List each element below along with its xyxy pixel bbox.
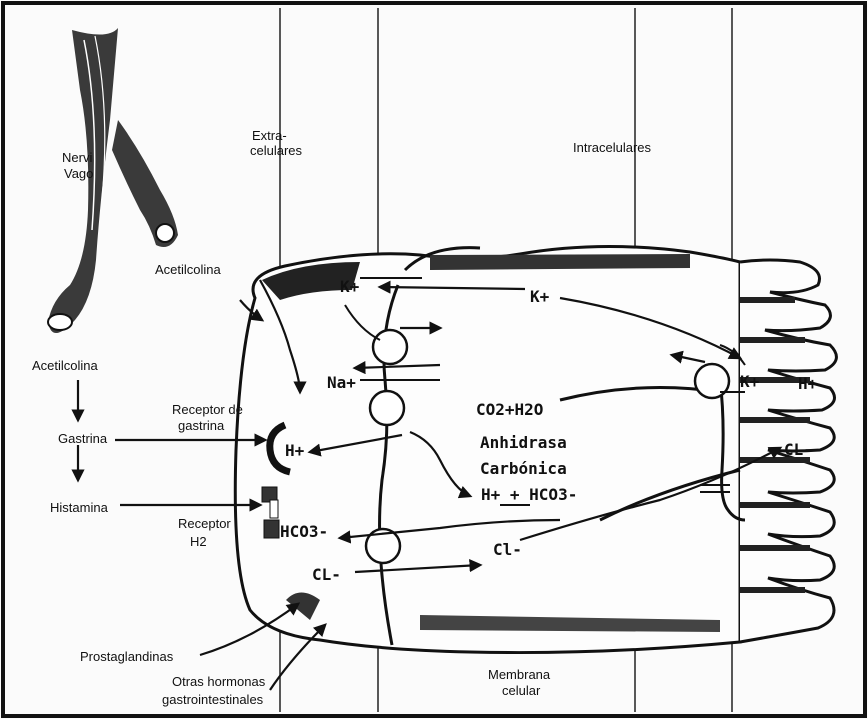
label-receptor: Receptor [178, 516, 231, 531]
label-vago: Vago [64, 166, 93, 181]
label-gastrina: Gastrina [58, 431, 108, 446]
ion-cl-mid: Cl- [493, 540, 522, 559]
label-otras-hormonas: Otras hormonas [172, 674, 266, 689]
label-histamina: Histamina [50, 500, 109, 515]
ion-h-receptor: H+ [285, 441, 305, 460]
label-nervi: Nervi [62, 150, 92, 165]
pump-circle-2 [370, 391, 404, 425]
reaction-anhidrasa: Anhidrasa [480, 433, 567, 452]
label-prostaglandinas: Prostaglandinas [80, 649, 174, 664]
ion-h-right: H+ [798, 374, 818, 393]
reaction-products: H+ + HCO3- [481, 485, 577, 504]
label-acetilcolina-left: Acetilcolina [32, 358, 99, 373]
reaction-carbonica: Carbónica [480, 459, 567, 478]
label-celulares: celulares [250, 143, 303, 158]
label-extra: Extra- [252, 128, 287, 143]
label-membrana: Membrana [488, 667, 551, 682]
ion-k-right: K+ [740, 372, 760, 391]
label-gastrointestinales: gastrointestinales [162, 692, 264, 707]
label-intracelulares: Intracelulares [573, 140, 652, 155]
ion-k-left: K+ [340, 277, 360, 296]
label-celular: celular [502, 683, 541, 698]
ion-cl-bottom: CL- [312, 565, 341, 584]
ion-na: Na+ [327, 373, 356, 392]
ion-k-mid: K+ [530, 287, 550, 306]
label-h2: H2 [190, 534, 207, 549]
label-receptor-de: Receptor de [172, 402, 243, 417]
pump-circle-1 [373, 330, 407, 364]
label-gastrina-receptor: gastrina [178, 418, 225, 433]
ion-cl-right: CL- [784, 440, 813, 459]
reaction-co2-h2o: CO2+H2O [476, 400, 543, 419]
ion-hco3-left: HCO3- [280, 522, 328, 541]
label-acetilcolina-top: Acetilcolina [155, 262, 222, 277]
